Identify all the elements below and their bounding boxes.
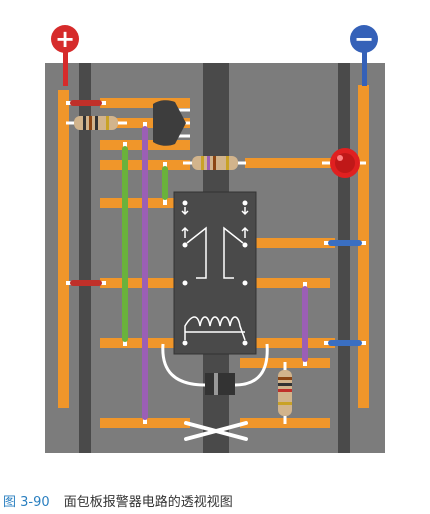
blue-jumper-upper bbox=[324, 240, 366, 246]
negative-terminal: − bbox=[350, 25, 378, 86]
figure-title: 面包板报警器电路的透视视图 bbox=[63, 495, 233, 510]
blue-jumper-lower bbox=[324, 340, 366, 346]
negative-symbol: − bbox=[354, 25, 374, 53]
breadboard-figure: + − bbox=[45, 25, 385, 453]
red-jumper-top bbox=[66, 100, 106, 106]
positive-symbol: + bbox=[55, 25, 75, 53]
figure-caption: 图 3-90 面包板报警器电路的透视视图 bbox=[3, 491, 233, 510]
diode bbox=[161, 343, 269, 395]
resistor-middle bbox=[183, 156, 246, 170]
relay bbox=[173, 191, 257, 355]
purple-jumper-long bbox=[142, 122, 148, 424]
figure-number: 图 3-90 bbox=[3, 495, 50, 510]
positive-terminal: + bbox=[51, 25, 79, 86]
bus-rail-left bbox=[79, 63, 91, 453]
led bbox=[322, 148, 366, 178]
negative-terminal-icon bbox=[350, 25, 378, 53]
green-jumper-short bbox=[162, 162, 168, 205]
bus-rail-right bbox=[338, 63, 350, 453]
resistor-top-left bbox=[66, 116, 127, 130]
transistor bbox=[153, 100, 190, 146]
crossed-wires bbox=[184, 421, 248, 441]
resistor-bottom-right bbox=[278, 362, 292, 424]
purple-jumper-right bbox=[302, 282, 308, 366]
red-jumper-middle bbox=[66, 280, 106, 286]
positive-terminal-icon bbox=[51, 25, 79, 53]
green-jumper-long bbox=[122, 142, 128, 346]
